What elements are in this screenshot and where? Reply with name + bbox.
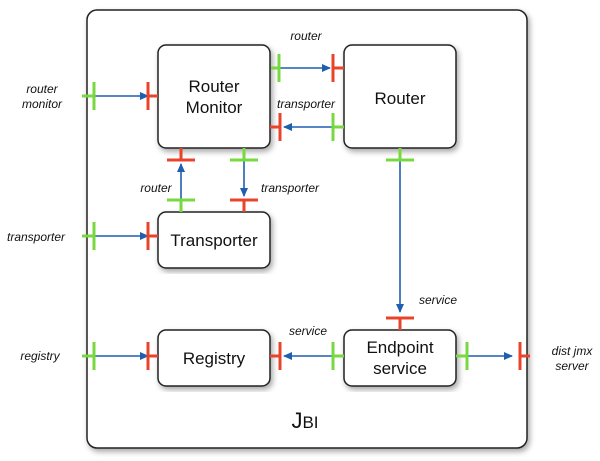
router-monitor-label-line2: Monitor <box>186 98 243 117</box>
jbi-title-rest: BI <box>302 413 318 432</box>
required-ports <box>146 54 530 370</box>
router-monitor-box[interactable] <box>157 44 271 149</box>
transporter-label: Transporter <box>170 231 258 250</box>
registry-box[interactable] <box>157 329 271 387</box>
provided-ports <box>82 54 469 370</box>
endpoint-service-label-line1: Endpoint <box>366 338 433 357</box>
router-monitor-label-line1: Router <box>188 77 239 96</box>
label-router-to-rm: transporter <box>277 97 336 111</box>
label-rm-to-transporter: transporter <box>261 181 320 195</box>
jbi-title: JBI <box>291 408 318 433</box>
label-ext-registry: registry <box>20 349 60 363</box>
label-dist-jmx-line1: dist jmx <box>552 344 594 358</box>
endpoint-service-label-line2: service <box>373 359 427 378</box>
jbi-title-initial: J <box>291 408 302 433</box>
transporter-box[interactable] <box>157 211 271 269</box>
label-ext-router-monitor-line2: monitor <box>22 97 63 111</box>
label-dist-jmx-line2: server <box>555 359 589 373</box>
label-transporter-to-rm: router <box>140 181 172 195</box>
jbi-container <box>86 9 528 449</box>
label-ext-transporter: transporter <box>7 230 66 244</box>
router-label: Router <box>374 89 425 108</box>
label-rm-to-router: router <box>290 29 322 43</box>
registry-label: Registry <box>183 349 246 368</box>
label-router-to-endpoint: service <box>419 293 457 307</box>
label-endpoint-to-registry: service <box>289 324 327 338</box>
label-ext-router-monitor-line1: router <box>26 82 58 96</box>
